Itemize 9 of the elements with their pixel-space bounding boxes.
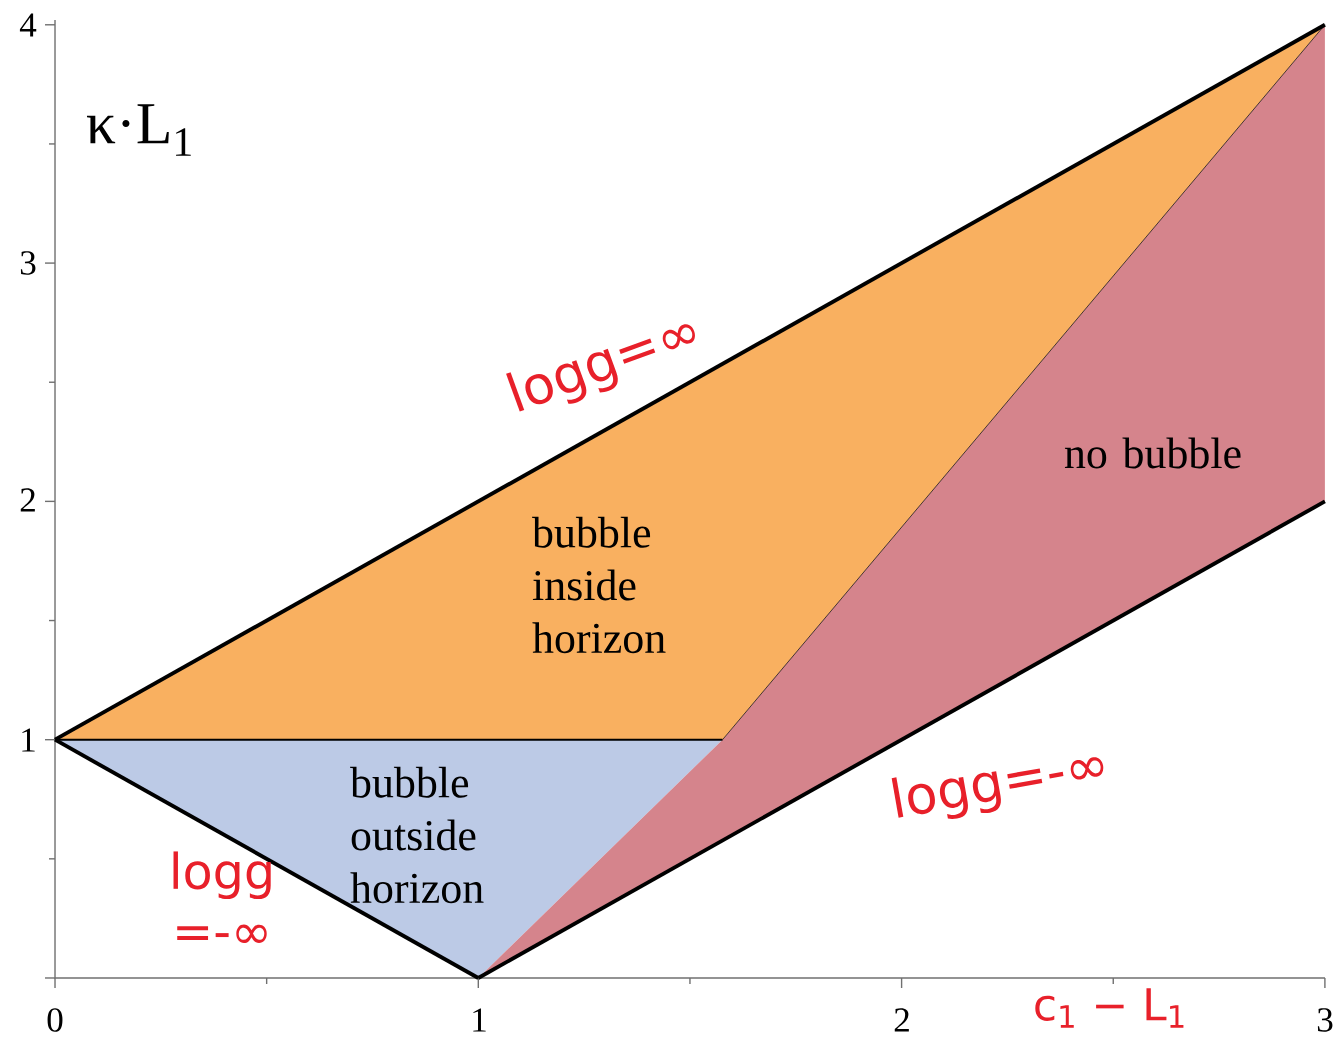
axis-label: κ·L$_{1}$ (87, 104, 191, 156)
handwritten-note: logg =-∞ (173, 851, 271, 944)
tick-label: 0 (47, 1008, 63, 1032)
tick-label: 3 (1317, 1008, 1333, 1032)
handwritten-note: logg=-∞ (891, 757, 1104, 819)
handwritten-note: logg=∞ (506, 324, 695, 412)
tick-label: 1 (22, 728, 35, 752)
tick-label: 4 (19, 13, 37, 37)
tick-label: 1 (473, 1008, 486, 1032)
